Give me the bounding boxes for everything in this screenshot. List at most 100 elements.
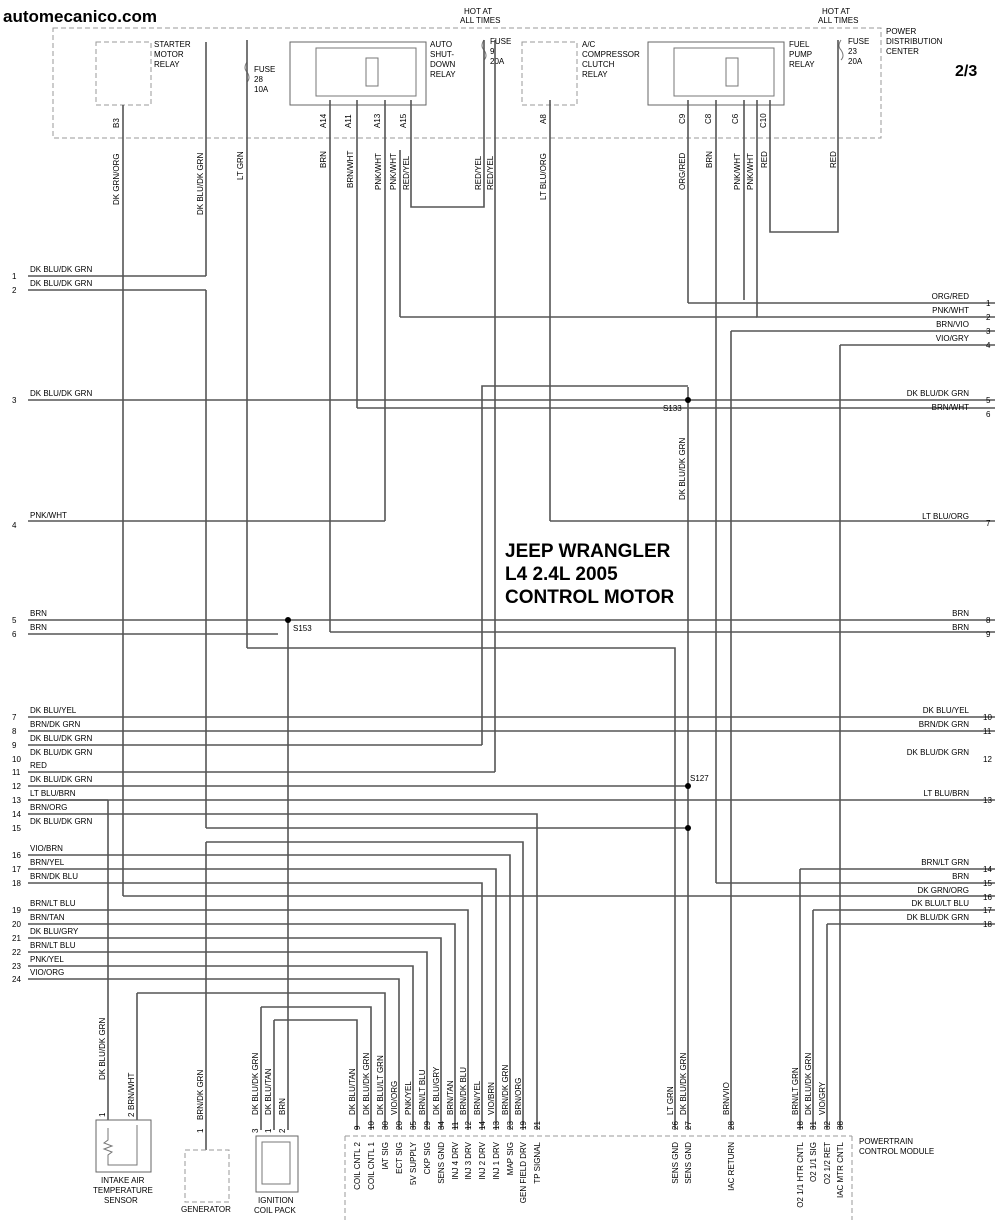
asd-relay-switch-icon — [315, 47, 417, 97]
page-number: 2/3 — [955, 63, 977, 80]
pcm-function-label: INJ 4 DRV — [451, 1141, 460, 1179]
wire-c10-loop — [769, 40, 839, 233]
left-num: 12 — [12, 782, 21, 791]
pcm-wire-label: DK BLU/DK GRN — [362, 1053, 371, 1115]
left-wire-label: BRN — [30, 609, 47, 618]
iat-name-2: TEMPERATURE — [93, 1186, 153, 1195]
hot-label-1: HOT AT — [464, 7, 492, 16]
pcm-wire-label: BRN/DK GRN — [501, 1065, 510, 1115]
hwire-21 — [28, 951, 428, 1130]
left-wire-label: BRN/DK BLU — [30, 872, 78, 881]
pcm-function-label: INJ 1 DRV — [492, 1141, 501, 1179]
asd-coil-icon — [365, 57, 379, 87]
fuse23-label-2: 23 — [848, 47, 857, 56]
pcm-function-label: 5V SUPPLY — [409, 1141, 418, 1185]
asd-label-2: SHUT- — [430, 50, 454, 59]
left-num: 23 — [12, 962, 21, 971]
left-wire-label: VIO/ORG — [30, 968, 64, 977]
pcm-name-2: CONTROL MODULE — [859, 1147, 934, 1156]
pcm-function-label: IAC MTR CNTL — [836, 1141, 845, 1198]
right-wire-label: BRN — [952, 623, 969, 632]
left-wire-label: BRN/YEL — [30, 858, 65, 867]
pcm-pin-number: 30 — [381, 1121, 390, 1130]
pdc-label-2: DISTRIBUTION — [886, 37, 943, 46]
hwire-lt-grn — [247, 647, 676, 1130]
topwire-label: BRN/WHT — [346, 151, 355, 188]
left-num: 11 — [12, 768, 21, 777]
left-wire-label: DK BLU/GRY — [30, 927, 79, 936]
splice-s153-dot — [285, 617, 291, 623]
pcm-wire-label: BRN/ORG — [514, 1078, 523, 1115]
left-num: 5 — [12, 616, 17, 625]
hwire-17 — [28, 882, 483, 1130]
pcm-function-label: MAP SIG — [506, 1142, 515, 1175]
ac-label-3: CLUTCH — [582, 60, 615, 69]
pdc-label-3: CENTER — [886, 47, 919, 56]
left-num: 7 — [12, 713, 17, 722]
iat-pin-2: 2 — [127, 1112, 136, 1117]
generator-wire: BRN/DK GRN — [196, 1070, 205, 1120]
pcm-pin-number: 21 — [533, 1121, 542, 1130]
iat-wire-1: DK BLU/DK GRN — [98, 1018, 107, 1080]
hwire-20 — [28, 937, 442, 1130]
left-wire-label: BRN/ORG — [30, 803, 67, 812]
pcm-pin-number: 12 — [464, 1121, 473, 1130]
right-num: 16 — [983, 893, 992, 902]
right-num: 6 — [986, 410, 991, 419]
fuse28-label-1: FUSE — [254, 65, 275, 74]
wire-c6-b — [756, 100, 995, 318]
right-connector-labels: ORG/RED 1 PNK/WHT 2 BRN/VIO 3 VIO/GRY 4 … — [907, 292, 993, 929]
pcm: POWERTRAIN CONTROL MODULE — [344, 1135, 934, 1220]
fuse9-label-3: 20A — [490, 57, 505, 66]
splices: S133 S153 S127 — [285, 397, 709, 831]
right-num: 13 — [983, 796, 992, 805]
generator: BRN/DK GRN 1 GENERATOR — [181, 1070, 231, 1214]
starter-relay-box — [95, 41, 152, 106]
hwire-coil1 — [261, 1006, 372, 1130]
right-wire-label: PNK/WHT — [932, 306, 969, 315]
left-wire-label: DK BLU/DK GRN — [30, 817, 92, 826]
pcm-function-label: SENS GND — [671, 1142, 680, 1184]
pcm-name-1: POWERTRAIN — [859, 1137, 913, 1146]
left-wire-label: DK BLU/DK GRN — [30, 734, 92, 743]
pin-a14: A14 — [319, 113, 328, 128]
right-num: 18 — [983, 920, 992, 929]
left-wire-label: RED — [30, 761, 47, 770]
pin-a13: A13 — [373, 113, 382, 128]
right-num: 4 — [986, 341, 991, 350]
pdc-outline — [52, 27, 882, 139]
pcm-function-label: INJ 3 DRV — [464, 1141, 473, 1179]
coil-pin-2: 2 — [278, 1128, 287, 1133]
iat-sensor: DK BLU/DK GRN BRN/WHT 1 2 INTAKE AIR TEM… — [93, 1018, 153, 1205]
splice-s153-label: S153 — [293, 624, 312, 633]
right-num: 8 — [986, 616, 991, 625]
ac-label-4: RELAY — [582, 70, 608, 79]
right-wire-label: DK BLU/YEL — [923, 706, 970, 715]
mid-wire-label: DK BLU/DK GRN — [678, 438, 687, 500]
hwire-13 — [28, 813, 538, 1130]
left-num: 4 — [12, 521, 17, 530]
topwire-label: RED — [829, 151, 838, 168]
pcm-wire-label: DK BLU/TAN — [348, 1068, 357, 1115]
coil-wire-1: DK BLU/DK GRN — [251, 1053, 260, 1115]
pcm-wire-label: DK BLU/DK GRN — [804, 1053, 813, 1115]
left-num: 3 — [12, 396, 17, 405]
topwire-label: PNK/WHT — [389, 153, 398, 190]
right-wire-label: BRN/LT GRN — [921, 858, 969, 867]
left-num: 14 — [12, 810, 21, 819]
right-num: 3 — [986, 327, 991, 336]
pcm-function-label: COIL CNTL 2 — [353, 1141, 362, 1189]
topwire-label: RED/YEL — [402, 155, 411, 190]
pcm-pin-number: 28 — [727, 1121, 736, 1130]
hwire-15 — [28, 854, 511, 1130]
splice-s133-dot — [685, 397, 691, 403]
pcm-pin-number: 9 — [353, 1125, 362, 1130]
left-num: 2 — [12, 286, 17, 295]
horizontal-wires — [28, 275, 995, 1130]
left-num: 10 — [12, 755, 21, 764]
splice-s133-label: S133 — [663, 404, 682, 413]
pcm-wire-label: PNK/YEL — [404, 1081, 413, 1115]
left-num: 16 — [12, 851, 21, 860]
right-wire-label: DK BLU/DK GRN — [907, 913, 969, 922]
